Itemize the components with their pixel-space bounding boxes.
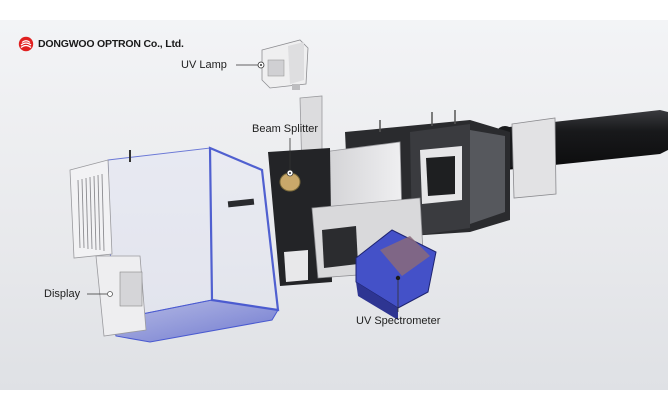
display-label: Display [44, 288, 81, 300]
display-panel [69, 159, 147, 337]
company-logo: DONGWOO OPTRON Co., Ltd. [18, 36, 184, 52]
sunrise-logo-icon [18, 36, 34, 52]
uv-spectrometer-unit [355, 229, 437, 320]
product-illustration: DONGWOO OPTRON Co., Ltd. [0, 20, 668, 390]
exploded-device-drawing [69, 39, 668, 343]
company-name: DONGWOO OPTRON Co., Ltd. [38, 38, 184, 50]
uv-spectrometer-label: UV Spectrometer [356, 315, 441, 327]
beam-splitter-label: Beam Splitter [252, 123, 319, 135]
uv-lamp-unit [261, 39, 309, 90]
flange-plate [511, 117, 557, 199]
beam-splitter-pointer [286, 138, 294, 177]
uv-lamp-label: UV Lamp [181, 59, 227, 71]
uv-lamp-pointer [236, 61, 265, 69]
